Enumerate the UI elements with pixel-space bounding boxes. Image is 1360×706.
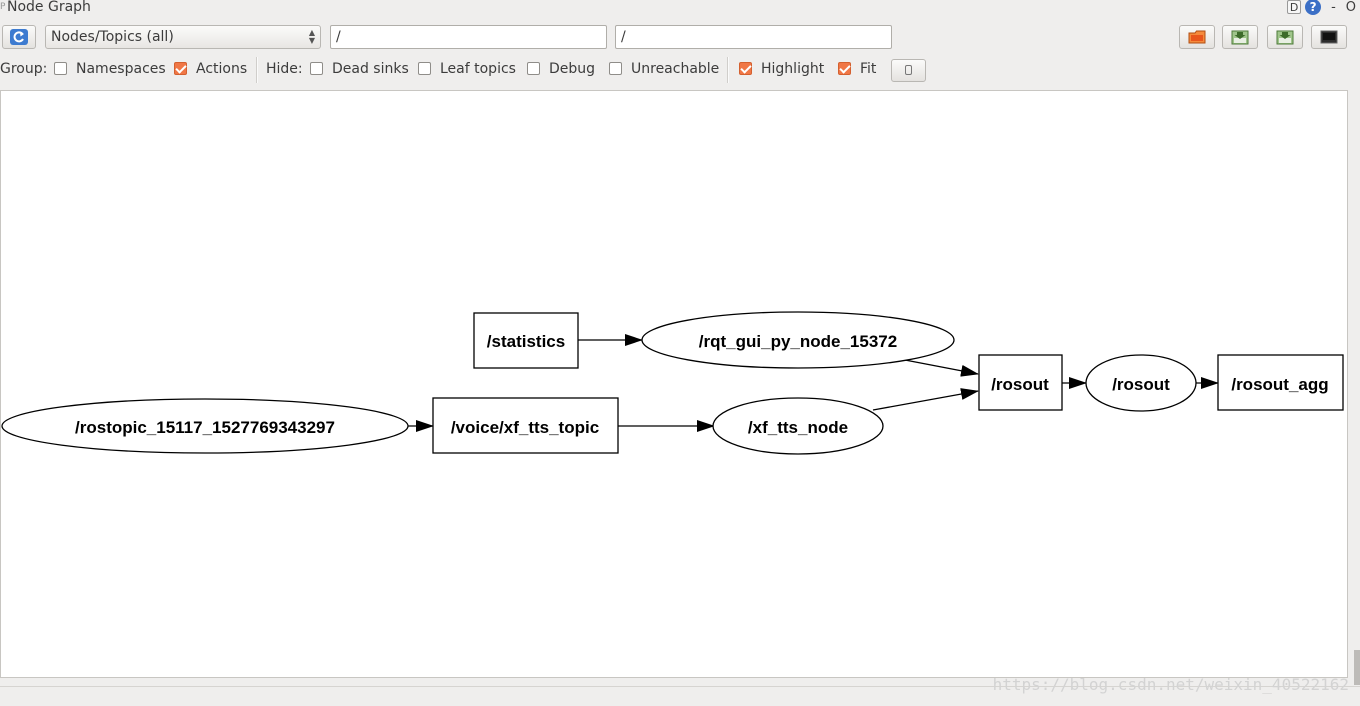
node-label: /rosout <box>1112 375 1170 394</box>
screenshot-icon <box>1320 30 1338 44</box>
actions-label[interactable]: Actions <box>196 61 248 77</box>
minimize-button[interactable]: - <box>1331 0 1336 15</box>
title-bar: P Node Graph D ? - O <box>0 0 1360 16</box>
debug-label[interactable]: Debug <box>549 61 596 77</box>
close-button[interactable]: O <box>1345 0 1356 15</box>
topic-node-voice-xf-tts-topic[interactable]: /voice/xf_tts_topic <box>432 397 619 454</box>
node-label: /voice/xf_tts_topic <box>451 418 599 437</box>
dead-sinks-checkbox[interactable] <box>310 62 323 75</box>
graph-canvas[interactable]: /statistics /rqt_gui_py_node_15372 /rost… <box>0 90 1348 678</box>
fit-checkbox[interactable] <box>838 62 851 75</box>
namespaces-label[interactable]: Namespaces <box>76 61 166 77</box>
scrollbar[interactable] <box>1354 650 1360 685</box>
edge-xftts-rosout <box>872 388 979 411</box>
node-label: /rostopic_15117_1527769343297 <box>75 418 335 437</box>
actions-checkbox[interactable] <box>174 62 187 75</box>
edge-rqt-rosout <box>904 359 979 377</box>
topic-node-statistics[interactable]: /statistics <box>473 312 579 369</box>
fit-label[interactable]: Fit <box>860 61 877 77</box>
namespaces-checkbox[interactable] <box>54 62 67 75</box>
node-rosout[interactable]: /rosout <box>1085 354 1197 412</box>
group-label: Group: <box>0 61 48 77</box>
save-image-icon <box>1276 30 1294 45</box>
window-title: Node Graph <box>7 0 91 15</box>
separator <box>727 57 729 83</box>
separator <box>256 57 258 83</box>
refresh-icon <box>10 29 28 45</box>
node-label: /rqt_gui_py_node_15372 <box>699 332 897 351</box>
options-row: Group: Namespaces Actions Hide: Dead sin… <box>0 57 1000 83</box>
save-dot-button[interactable] <box>1222 25 1258 49</box>
leaf-topics-label[interactable]: Leaf topics <box>440 61 516 77</box>
node-filter-input[interactable]: / <box>330 25 607 49</box>
screenshot-button[interactable] <box>1311 25 1347 49</box>
load-dot-button[interactable] <box>1179 25 1215 49</box>
fit-view-icon <box>905 65 912 75</box>
fit-view-button[interactable] <box>891 59 926 82</box>
save-icon <box>1231 30 1249 45</box>
dock-button[interactable]: D <box>1287 0 1302 14</box>
save-image-button[interactable] <box>1267 25 1303 49</box>
updown-arrows-icon: ▲▼ <box>308 28 315 45</box>
hide-label: Hide: <box>266 61 303 77</box>
highlight-label[interactable]: Highlight <box>761 61 825 77</box>
node-label: /xf_tts_node <box>748 418 848 437</box>
unreachable-checkbox[interactable] <box>609 62 622 75</box>
dead-sinks-label[interactable]: Dead sinks <box>332 61 409 77</box>
leaf-topics-checkbox[interactable] <box>418 62 431 75</box>
refresh-button[interactable] <box>2 25 36 49</box>
topic-filter-input[interactable]: / <box>615 25 892 49</box>
status-bar <box>0 686 1360 706</box>
title-bar-controls: D ? - O <box>1287 0 1356 15</box>
graph-type-value: Nodes/Topics (all) <box>51 29 174 45</box>
topic-node-rosout[interactable]: /rosout <box>978 354 1063 411</box>
node-rostopic[interactable]: /rostopic_15117_1527769343297 <box>1 398 409 454</box>
node-rqt-gui[interactable]: /rqt_gui_py_node_15372 <box>641 311 955 369</box>
topic-node-rosout-agg[interactable]: /rosout_agg <box>1217 354 1344 411</box>
node-xf-tts-node[interactable]: /xf_tts_node <box>712 397 884 455</box>
node-label: /statistics <box>487 332 565 351</box>
help-icon[interactable]: ? <box>1305 0 1322 15</box>
watermark: https://blog.csdn.net/weixin_40522162 <box>992 675 1349 694</box>
unreachable-label[interactable]: Unreachable <box>631 61 720 77</box>
node-label: /rosout_agg <box>1231 375 1328 394</box>
debug-checkbox[interactable] <box>527 62 540 75</box>
folder-icon <box>1188 30 1206 44</box>
graph-type-select[interactable]: Nodes/Topics (all) ▲▼ <box>45 25 321 49</box>
highlight-checkbox[interactable] <box>739 62 752 75</box>
app-icon: P <box>0 2 6 12</box>
node-label: /rosout <box>991 375 1049 394</box>
